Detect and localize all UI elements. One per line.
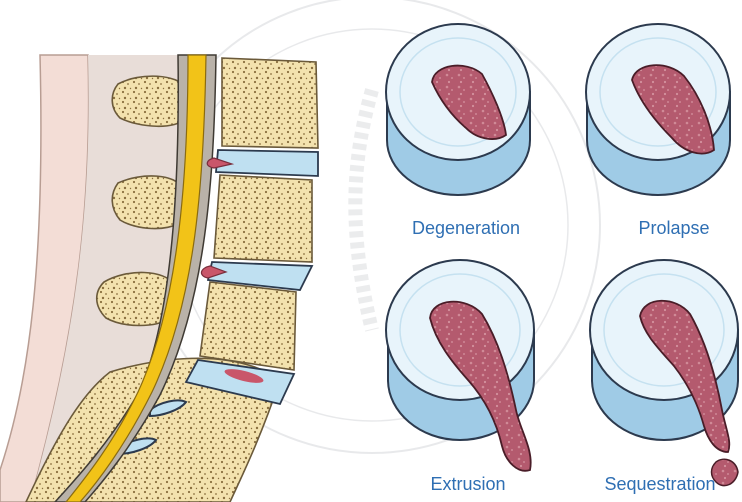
disc-sequestration [590, 260, 738, 486]
label-sequestration: Sequestration [604, 474, 715, 495]
sagittal-spine-section [0, 55, 318, 502]
label-extrusion: Extrusion [430, 474, 505, 495]
label-prolapse: Prolapse [638, 218, 709, 239]
label-degeneration: Degeneration [412, 218, 520, 239]
disc-extrusion [386, 260, 534, 471]
disc-prolapse [586, 24, 730, 195]
disc-degeneration [386, 24, 530, 195]
